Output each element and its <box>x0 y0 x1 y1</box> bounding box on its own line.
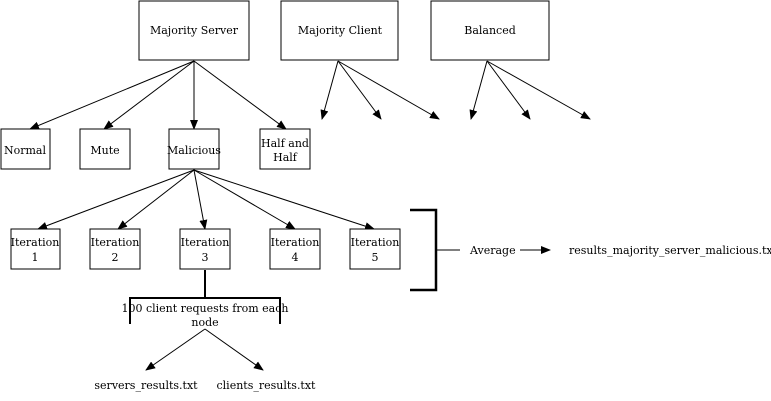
edge-to-mute <box>103 60 195 130</box>
edge-to-iteration-4 <box>193 169 296 230</box>
iteration-2-node: Iteration 2 <box>89 228 141 270</box>
requests-label-line2: node <box>191 316 218 329</box>
balanced-label: Balanced <box>464 24 516 37</box>
balanced-edge-2 <box>486 60 531 120</box>
majority-client-node: Majority Client <box>280 0 399 61</box>
iteration-1-node: Iteration 1 <box>10 228 61 270</box>
balanced-edge-1 <box>469 60 488 120</box>
iteration-2-label: Iteration <box>91 236 140 249</box>
majority-server-label: Majority Server <box>150 24 239 37</box>
iteration-5-label: Iteration <box>351 236 400 249</box>
malicious-node: Malicious <box>167 128 221 170</box>
edge-to-iteration-1 <box>37 169 195 230</box>
edge-to-iteration-5 <box>193 169 375 230</box>
normal-label: Normal <box>4 144 46 157</box>
requests-label-line1: 100 client requests from each <box>121 302 288 315</box>
iteration-4-label: Iteration <box>271 236 320 249</box>
edge-to-iteration-2 <box>117 169 195 230</box>
majority-client-label: Majority Client <box>298 24 383 37</box>
servers-results-label: servers_results.txt <box>94 379 198 392</box>
mute-label: Mute <box>90 144 119 157</box>
normal-node: Normal <box>0 128 51 170</box>
iteration-5-number: 5 <box>372 251 379 264</box>
iteration-4-node: Iteration 4 <box>269 228 321 270</box>
mute-node: Mute <box>79 128 131 170</box>
iteration-3-label: Iteration <box>181 236 230 249</box>
iteration-1-label: Iteration <box>11 236 60 249</box>
balanced-node: Balanced <box>430 0 550 61</box>
iteration-4-number: 4 <box>292 251 299 264</box>
iteration-edges <box>37 169 375 230</box>
edge-to-half-and-half <box>193 60 287 130</box>
edge-to-iteration-3 <box>193 169 208 230</box>
output-file-label: results_majority_server_malicious.txt <box>569 244 771 257</box>
majority-server-node: Majority Server <box>138 0 250 61</box>
malicious-label: Malicious <box>167 144 221 157</box>
client-edge-2 <box>337 60 382 120</box>
iteration-1-number: 1 <box>32 251 39 264</box>
server-mode-edges <box>29 60 287 130</box>
clients-results-label: clients_results.txt <box>217 379 317 392</box>
iterations-bracket <box>410 208 438 292</box>
balanced-edge-3 <box>486 60 591 120</box>
client-dangling-edges <box>320 60 440 120</box>
results-edges <box>145 328 264 371</box>
edge-to-clients-results <box>204 328 264 371</box>
edge-to-servers-results <box>145 328 206 371</box>
average-label: Average <box>469 244 516 257</box>
half-and-half-node: Half and Half <box>259 128 311 170</box>
iteration-2-number: 2 <box>112 251 119 264</box>
client-edge-1 <box>320 60 339 120</box>
iteration-5-node: Iteration 5 <box>349 228 401 270</box>
requests-bracket <box>129 297 281 324</box>
edge-to-normal <box>29 60 195 130</box>
half-and-half-label-line2: Half <box>273 151 298 164</box>
half-and-half-label-line1: Half and <box>261 137 309 150</box>
balanced-dangling-edges <box>469 60 591 120</box>
iteration-3-node: Iteration 3 <box>179 228 231 270</box>
iteration-3-number: 3 <box>202 251 209 264</box>
client-edge-3 <box>337 60 440 120</box>
